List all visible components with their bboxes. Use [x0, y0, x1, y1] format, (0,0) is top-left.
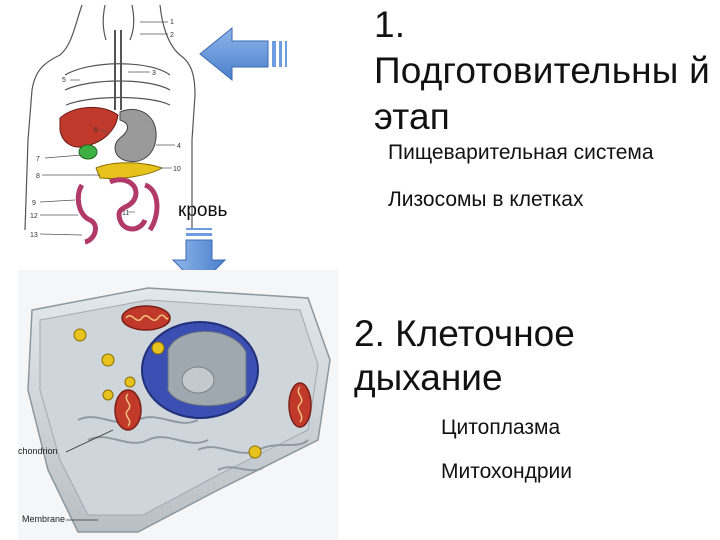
stage1-item-lysosomes: Лизосомы в клетках	[388, 188, 583, 212]
anatomy-number: 2	[170, 32, 174, 39]
anatomy-number: 10	[173, 166, 181, 173]
anatomy-number: 8	[36, 173, 40, 180]
cell-illustration	[18, 270, 338, 540]
cell-label-membrane: Membrane	[22, 514, 65, 524]
liver-shape	[60, 107, 118, 147]
stomach-shape	[115, 109, 156, 161]
stage2-item-mitochondria: Митохондрии	[441, 460, 572, 484]
anatomy-number: 12	[30, 213, 38, 220]
anatomy-number: 5	[62, 77, 66, 84]
anatomy-number: 9	[32, 200, 36, 207]
stage1-item-digestive: Пищеварительная система	[388, 141, 654, 165]
anatomy-number: 7	[36, 156, 40, 163]
stage1-title: 1. Подготовительны й этап	[374, 2, 720, 140]
stage2-title: 2. Клеточное дыхание	[354, 312, 714, 400]
pancreas-shape	[96, 163, 162, 179]
gallbladder-shape	[79, 145, 97, 159]
cell-label-mitochondrion: chondrion	[18, 446, 58, 456]
anatomy-number: 3	[152, 70, 156, 77]
arrow-left-icon	[198, 26, 290, 82]
intestines-shape	[78, 180, 157, 242]
anatomy-number: 4	[177, 143, 181, 150]
anatomy-number: 11	[122, 210, 129, 217]
anatomy-number: 13	[30, 232, 38, 239]
stage2-item-cytoplasm: Цитоплазма	[441, 416, 560, 440]
anatomy-number: 1	[170, 19, 174, 26]
anatomy-number: 6	[94, 127, 98, 134]
digestive-system-diagram: 1 2 3 4 5 6 7 8 9 10 11 12 13	[20, 0, 200, 250]
